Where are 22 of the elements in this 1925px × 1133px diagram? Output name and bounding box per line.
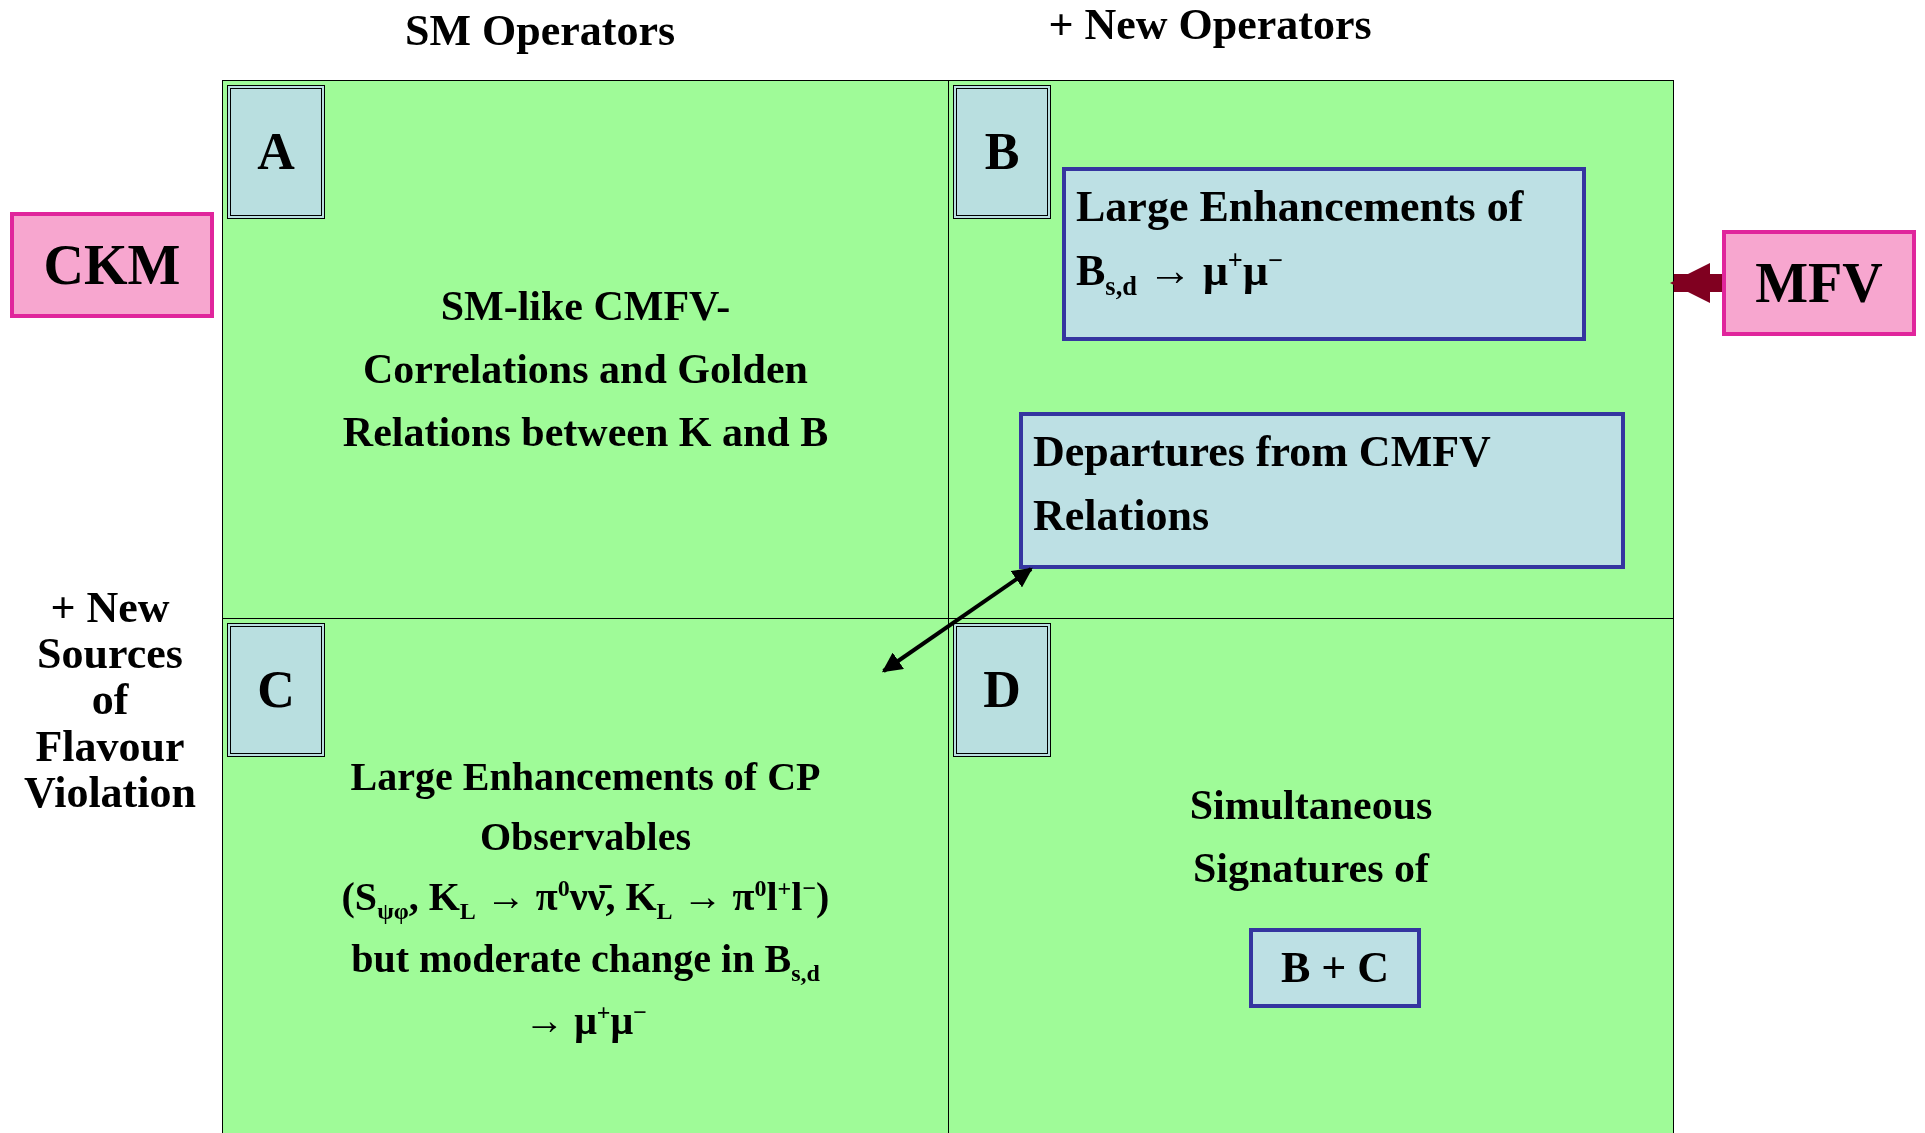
quadrant-panel (948, 80, 1674, 619)
quadrant-panel (222, 618, 949, 1133)
letter-badge: D (953, 623, 1051, 757)
row-header: + New Sources of Flavour Violation (23, 585, 197, 816)
letter-badge: B (953, 85, 1051, 219)
column-header: + New Operators (1047, 2, 1373, 49)
double-arrow (881, 567, 1033, 673)
quadrant-text: but moderate change in B$_{s,d}$ → μ$^{+}$μ$^{−}$ (350, 935, 821, 1045)
letter-badge: A (227, 85, 325, 219)
text-box: B + C (1249, 928, 1421, 1008)
text-box: Departures from CMFV Relations (1019, 412, 1625, 569)
label-box: MFV (1722, 230, 1916, 336)
block-arrow (1670, 263, 1722, 303)
quadrant-panel (222, 80, 949, 619)
letter-badge: C (227, 623, 325, 757)
quadrant-text: (S$_{ψφ}$, K$_{L}$ → π$^{0}$νν̄, K$_{L}$ → π$^{0}$l$^{+}$l$^{−}$) (340, 873, 831, 926)
quadrant-panel (948, 618, 1674, 1133)
text-box: Large Enhancements of B$_{s,d}$ → μ$^{+}$μ$^{−}$ (1062, 167, 1586, 341)
quadrant-text: Simultaneous Signatures of (1188, 781, 1434, 893)
quadrant-text: SM-like CMFV-Correlations and Golden Relations between K and B (341, 282, 830, 457)
label-box: CKM (10, 212, 214, 318)
column-header: SM Operators (403, 8, 677, 55)
